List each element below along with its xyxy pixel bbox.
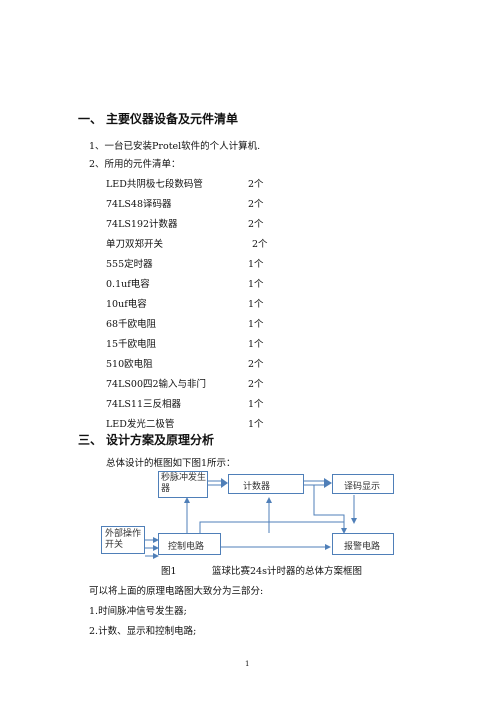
component-qty: 1个 bbox=[248, 299, 264, 310]
decoder-display-box: 译码显示 bbox=[332, 474, 394, 494]
component-name: 68千欧电阻 bbox=[106, 319, 157, 330]
component-name: 74LS192计数器 bbox=[106, 219, 178, 230]
component-qty: 2个 bbox=[252, 239, 268, 250]
component-qty: 2个 bbox=[248, 379, 264, 390]
diagram-intro: 总体设计的框图如下图1所示： bbox=[106, 458, 236, 469]
component-qty: 1个 bbox=[248, 319, 264, 330]
component-name: 74LS48译码器 bbox=[106, 199, 172, 210]
component-qty: 2个 bbox=[248, 179, 264, 190]
counter-box: 计数器 bbox=[228, 474, 304, 494]
section1-title: 主要仪器设备及元件清单 bbox=[106, 112, 239, 126]
decoder-display-label: 译码显示 bbox=[344, 482, 381, 492]
control-circuit-label: 控制电路 bbox=[168, 542, 205, 552]
component-qty: 1个 bbox=[248, 279, 264, 290]
component-qty: 2个 bbox=[248, 219, 264, 230]
component-qty: 2个 bbox=[248, 359, 264, 370]
section1-number: 一、 bbox=[78, 112, 103, 126]
component-name: 10uf电容 bbox=[106, 299, 147, 310]
component-qty: 2个 bbox=[248, 199, 264, 210]
control-circuit-box: 控制电路 bbox=[158, 533, 221, 555]
paragraph: 可以将上面的原理电路图大致分为三部分: bbox=[89, 586, 264, 597]
component-name: LED共阴极七段数码管 bbox=[106, 179, 203, 190]
section3-number: 三、 bbox=[78, 433, 103, 447]
pulse-generator-label: 秒脉冲发生器 bbox=[161, 473, 207, 494]
component-name: 74LS11三反相器 bbox=[106, 399, 181, 410]
alarm-circuit-label: 报警电路 bbox=[344, 542, 381, 552]
component-name: 555定时器 bbox=[106, 259, 153, 270]
external-switch-box: 外部操作开关 bbox=[101, 526, 145, 554]
list-item: 2.计数、显示和控制电路; bbox=[89, 626, 197, 637]
alarm-circuit-box: 报警电路 bbox=[332, 533, 394, 555]
counter-label: 计数器 bbox=[243, 482, 271, 492]
external-switch-label: 外部操作开关 bbox=[105, 529, 142, 550]
component-name: 0.1uf电容 bbox=[106, 279, 150, 290]
component-name: 单刀双郑开关 bbox=[106, 239, 164, 250]
component-name: 510欧电阻 bbox=[106, 359, 153, 370]
component-qty: 1个 bbox=[248, 419, 264, 430]
component-qty: 1个 bbox=[248, 259, 264, 270]
list-item: 1、一台已安装Protel软件的个人计算机. bbox=[89, 141, 261, 152]
component-name: 15千欧电阻 bbox=[106, 339, 157, 350]
pulse-generator-box: 秒脉冲发生器 bbox=[158, 471, 208, 498]
component-name: 74LS00四2输入与非门 bbox=[106, 379, 207, 390]
figure-number: 图1 bbox=[161, 566, 177, 577]
page-number: 1 bbox=[245, 660, 250, 668]
list-item: 2、所用的元件清单： bbox=[89, 159, 181, 170]
component-name: LED发光二极管 bbox=[106, 419, 175, 430]
section3-title: 设计方案及原理分析 bbox=[106, 433, 215, 447]
figure-caption: 篮球比赛24s计时器的总体方案框图 bbox=[212, 566, 362, 577]
component-qty: 1个 bbox=[248, 399, 264, 410]
component-qty: 1个 bbox=[248, 339, 264, 350]
list-item: 1.时间脉冲信号发生器; bbox=[89, 606, 187, 617]
